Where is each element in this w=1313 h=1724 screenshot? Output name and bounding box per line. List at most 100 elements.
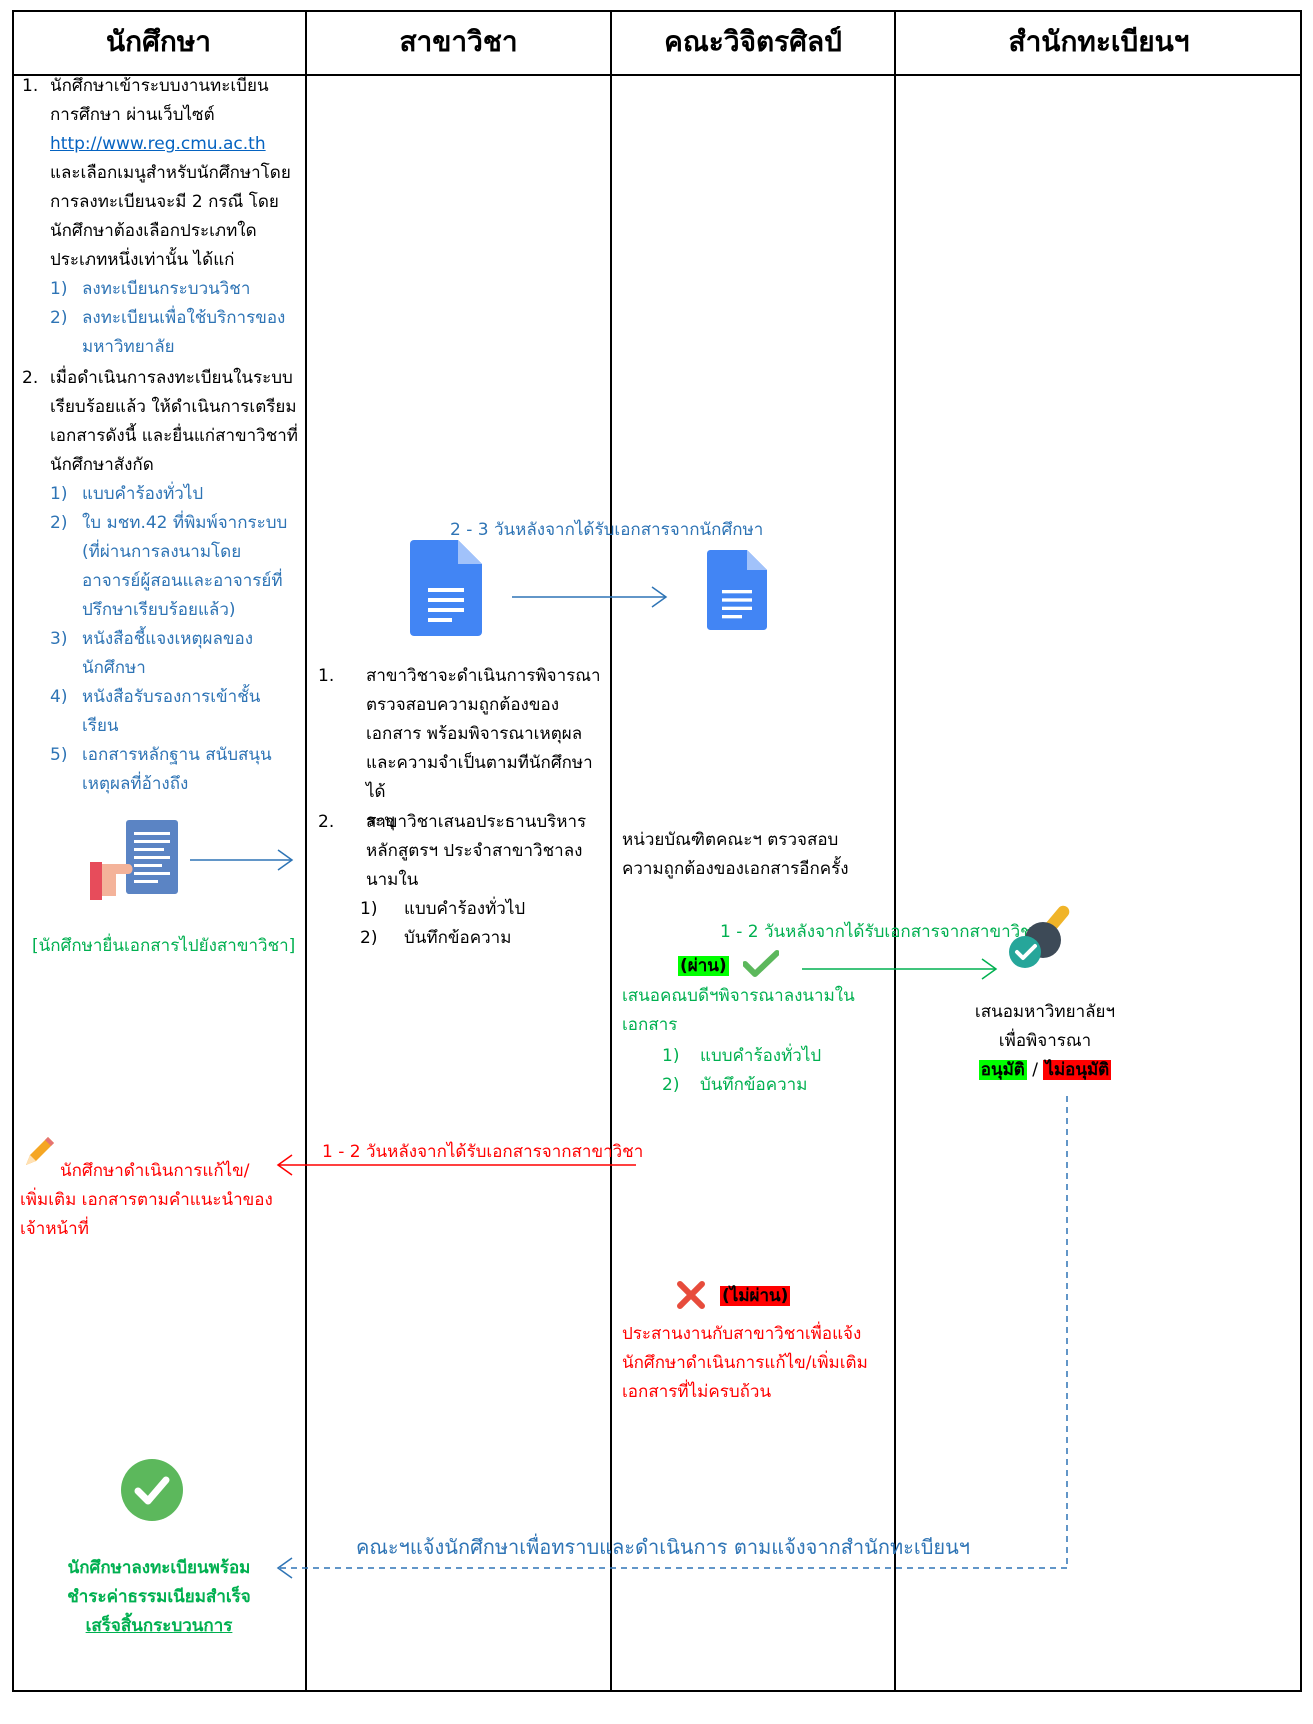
column-divider (610, 10, 612, 1692)
submit-caption: [นักศึกษายื่นเอกสารไปยังสาขาวิชา] (32, 936, 296, 956)
text-line: และเลือกเมนูสำหรับนักศึกษาโดย (50, 163, 291, 183)
doc-number: 3) (50, 629, 68, 649)
text-line: สาขาวิชาจะดำเนินการพิจารณา (366, 666, 601, 686)
text-line: นักศึกษาเข้าระบบงานทะเบียน (50, 76, 269, 96)
text-line: นามใน (366, 870, 419, 890)
text-line: ประสานงานกับสาขาวิชาเพื่อแจ้ง (622, 1324, 862, 1344)
doc-text: หนังสือชี้แจงเหตุผลของ (82, 629, 254, 649)
text-line: เพื่อพิจารณา (998, 1031, 1092, 1051)
header-registrar: สำนักทะเบียนฯ (1008, 25, 1190, 58)
text-line: นักศึกษาสังกัด (50, 455, 154, 475)
reject-badge: ไม่อนุมัติ (1043, 1060, 1112, 1080)
text-line: และความจำเป็นตามทีนักศึกษาได้ (366, 753, 593, 802)
pass-item-number: 1) (662, 1046, 680, 1066)
done-text: นักศึกษาลงทะเบียนพร้อม ชำระค่าธรรมเนียมส… (14, 1554, 304, 1641)
pencil-icon (26, 1137, 54, 1165)
doc-text: แบบคำร้องทั่วไป (82, 484, 204, 504)
subitem-number: 1) (360, 899, 378, 919)
option-text: ลงทะเบียนกระบวนวิชา (82, 279, 251, 299)
doc-number: 4) (50, 687, 68, 707)
cross-icon (677, 1281, 705, 1309)
doc-text: เหตุผลที่อ้างถึง (82, 774, 189, 794)
pass-item-text: บันทึกข้อความ (700, 1075, 808, 1095)
doc-text: เรียน (82, 716, 119, 736)
branch-step2-number: 2. (318, 812, 335, 832)
document-icon (410, 540, 482, 636)
text-line: เอกสารที่ไม่ครบถ้วน (622, 1382, 772, 1402)
branch-subitem: 1) (360, 895, 377, 924)
doc-text: ใบ มชท.42 ที่พิมพ์จากระบบ (82, 513, 288, 533)
pass-badge-wrap: (ผ่าน) (678, 952, 729, 981)
notify-flow-label: คณะฯแจ้งนักศึกษาเพื่อทราบและดำเนินการ ตา… (356, 1535, 971, 1559)
text-line: สาขาวิชาเสนอประธานบริหาร (366, 812, 587, 832)
text-line: การลงทะเบียนจะมี 2 กรณี โดย (50, 192, 279, 212)
option-text: ลงทะเบียนเพื่อใช้บริการของ (82, 308, 286, 328)
text-line: หลักสูตรฯ ประจำสาขาวิชาลง (366, 841, 583, 861)
document-icon (707, 550, 767, 630)
step1-number: 1. (22, 76, 39, 96)
fail-badge: (ไม่ผ่าน) (720, 1286, 791, 1306)
text-line: ตรวจสอบความถูกต้องของ (366, 695, 559, 715)
text-line: นักศึกษาดำเนินการแก้ไข/ (60, 1161, 250, 1181)
doc-number: 2) (50, 513, 68, 533)
branch-subitem-text: บันทึกข้อความ (404, 928, 512, 948)
decision-separator: / (1026, 1060, 1044, 1080)
success-check-icon (121, 1459, 183, 1521)
step2-number: 2. (22, 368, 39, 388)
text-line: เรียบร้อยแล้ว ให้ดำเนินการเตรียม (50, 397, 297, 417)
faculty-check-text: หน่วยบัณฑิตคณะฯ ตรวจสอบ ความถูกต้องของเอ… (622, 826, 892, 884)
text-line: นักศึกษาลงทะเบียนพร้อม (67, 1558, 251, 1578)
text-line: การศึกษา ผ่านเว็บไซต์ (50, 105, 215, 125)
required-documents: 1) แบบคำร้องทั่วไป 2) ใบ มชท.42 ที่พิมพ์จา… (50, 480, 305, 799)
checkmark-icon (743, 950, 779, 977)
step1-text: นักศึกษาเข้าระบบงานทะเบียน การศึกษา ผ่าน… (50, 72, 300, 275)
branch-subitem: 2) (360, 924, 377, 953)
hand-document-icon (90, 820, 178, 900)
pass-badge: (ผ่าน) (678, 956, 729, 976)
pass-flow-label: 1 - 2 วันหลังจากได้รับเอกสารจากสาขาวิชา (720, 922, 1042, 942)
step2-text: เมื่อดำเนินการลงทะเบียนในระบบ เรียบร้อยแ… (50, 364, 302, 480)
pass-text: เสนอคณบดีฯพิจารณาลงนามใน เอกสาร (622, 982, 892, 1040)
text-line: เสนอคณบดีฯพิจารณาลงนามใน (622, 986, 855, 1006)
reg-website-link[interactable]: http://www.reg.cmu.ac.th (50, 134, 266, 154)
text-line: ความถูกต้องของเอกสารอีกครั้ง (622, 859, 849, 879)
stamp-icon (1009, 905, 1070, 968)
text-line: เอกสารดังนี้ และยื่นแก่สาขาวิชาที่ (50, 426, 298, 446)
doc-text: ปรึกษาเรียบร้อยแล้ว) (82, 600, 236, 620)
text-line: หน่วยบัณฑิตคณะฯ ตรวจสอบ (622, 830, 839, 850)
header-student: นักศึกษา (106, 25, 211, 58)
doc-number: 1) (50, 484, 68, 504)
fail-text: ประสานงานกับสาขาวิชาเพื่อแจ้ง นักศึกษาดำ… (622, 1320, 902, 1407)
branch-step1-number: 1. (318, 666, 335, 686)
diagram-frame (12, 10, 1302, 1692)
approve-badge: อนุมัติ (978, 1060, 1027, 1080)
pass-item-number: 2) (662, 1075, 680, 1095)
header-divider (12, 74, 1302, 76)
fail-badge-wrap: (ไม่ผ่าน) (720, 1282, 791, 1311)
column-divider (305, 10, 307, 1692)
option-number: 1) (50, 279, 68, 299)
process-complete-label: เสร็จสิ้นกระบวนการ (85, 1616, 233, 1636)
text-line: เมื่อดำเนินการลงทะเบียนในระบบ (50, 368, 293, 388)
text-line: เอกสาร พร้อมพิจารณาเหตุผล (366, 724, 583, 744)
option-number: 2) (50, 308, 68, 328)
doc-text: นักศึกษา (82, 658, 146, 678)
return-flow-label: 1 - 2 วันหลังจากได้รับเอกสารจากสาขาวิชา (322, 1142, 644, 1162)
branch-subitem-text: แบบคำร้องทั่วไป (404, 899, 526, 919)
registrar-text: เสนอมหาวิทยาลัยฯ เพื่อพิจารณา อนุมัติ / … (905, 998, 1185, 1085)
column-divider (894, 10, 896, 1692)
registration-options: 1) ลงทะเบียนกระบวนวิชา 2) ลงทะเบียนเพื่อใช… (50, 275, 305, 362)
doc-text: อาจารย์ผู้สอนและอาจารย์ที่ (82, 571, 283, 591)
fix-text: นักศึกษาดำเนินการแก้ไข/ เพิ่มเติม เอกสาร… (20, 1157, 305, 1244)
pass-item-text: แบบคำร้องทั่วไป (700, 1046, 822, 1066)
text-line: เพิ่มเติม เอกสารตามคำแนะนำของ (20, 1190, 273, 1210)
text-line: เอกสาร (622, 1015, 678, 1035)
option-text: มหาวิทยาลัย (82, 337, 175, 357)
doc-text: หนังสือรับรองการเข้าชั้น (82, 687, 261, 707)
text-line: เจ้าหน้าที่ (20, 1219, 89, 1239)
header-branch: สาขาวิชา (399, 25, 518, 58)
header-faculty: คณะวิจิตรศิลป์ (664, 25, 842, 58)
doc-transfer-label: 2 - 3 วันหลังจากได้รับเอกสารจากนักศึกษา (450, 520, 764, 540)
decision-options: อนุมัติ / ไม่อนุมัติ (905, 1056, 1185, 1085)
text-line: ระบุ (366, 811, 396, 831)
